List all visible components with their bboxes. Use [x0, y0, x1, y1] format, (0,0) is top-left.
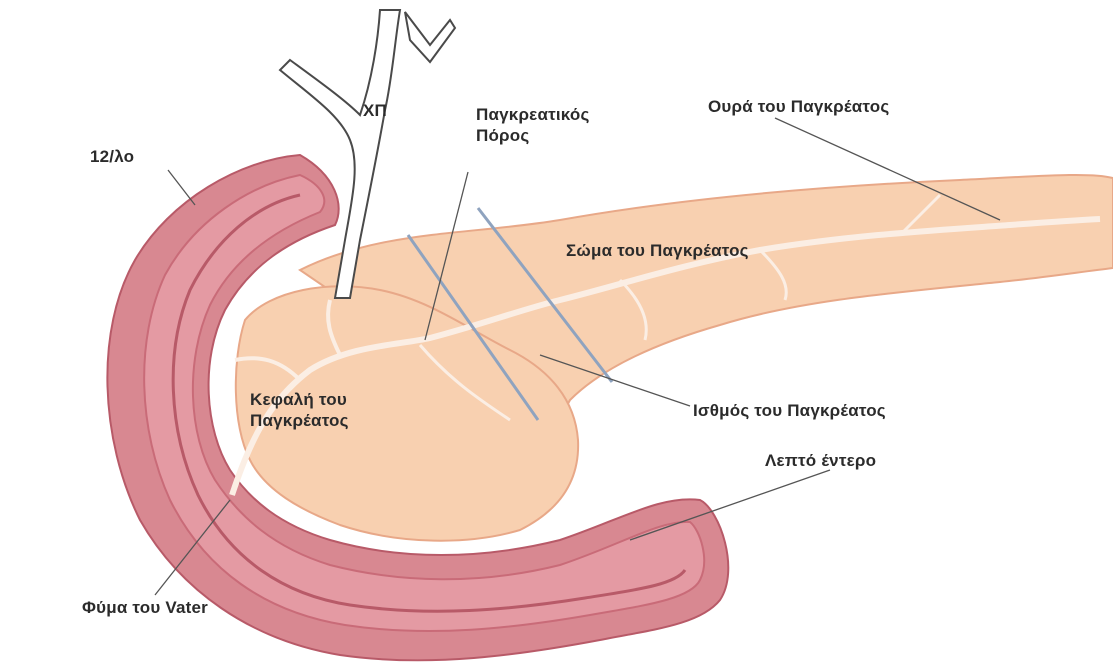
label-head-line1: Κεφαλή του	[250, 389, 349, 410]
leader-duodenum	[168, 170, 195, 205]
label-duodenum: 12/λο	[90, 146, 134, 167]
label-pancreatic-duct-line2: Πόρος	[476, 125, 590, 146]
label-small-intestine: Λεπτό έντερο	[765, 450, 876, 471]
label-vater: Φύμα του Vater	[82, 597, 208, 618]
label-pancreatic-duct-line1: Παγκρεατικός	[476, 104, 590, 125]
label-isthmus: Ισθμός του Παγκρέατος	[693, 400, 886, 421]
label-head-line2: Παγκρέατος	[250, 410, 349, 431]
label-pancreatic-duct: Παγκρεατικός Πόρος	[476, 104, 590, 146]
label-cbd: ΧΠ	[363, 100, 387, 121]
label-body: Σώμα του Παγκρέατος	[566, 240, 749, 261]
label-tail: Ουρά του Παγκρέατος	[708, 96, 889, 117]
label-head: Κεφαλή του Παγκρέατος	[250, 389, 349, 431]
bile-duct-branch	[405, 12, 455, 62]
